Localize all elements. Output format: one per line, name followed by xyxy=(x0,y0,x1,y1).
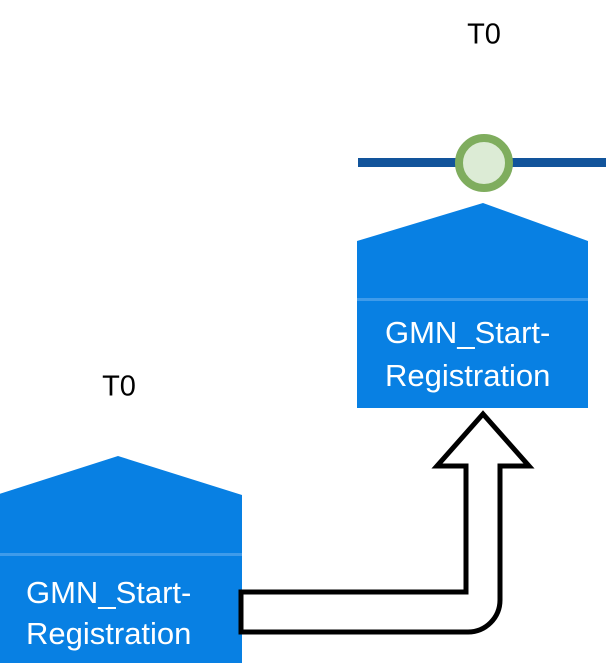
activity-node-lower-label-line1: GMN_Start- xyxy=(26,575,191,610)
activity-node-upper-label-line2: Registration xyxy=(385,358,550,393)
flow-arrow[interactable] xyxy=(238,410,535,635)
activity-node-upper-label-line1: GMN_Start- xyxy=(385,315,550,350)
time-label-upper: T0 xyxy=(467,19,501,51)
time-label-lower: T0 xyxy=(102,371,136,403)
activity-node-lower-shape[interactable] xyxy=(0,456,242,663)
activity-node-upper-shape[interactable] xyxy=(357,203,588,408)
activity-node-lower-label-line2: Registration xyxy=(26,616,191,651)
timeline-rule-right xyxy=(484,158,606,167)
timeline-rule-left xyxy=(358,158,484,167)
start-event-circle[interactable] xyxy=(455,134,513,192)
